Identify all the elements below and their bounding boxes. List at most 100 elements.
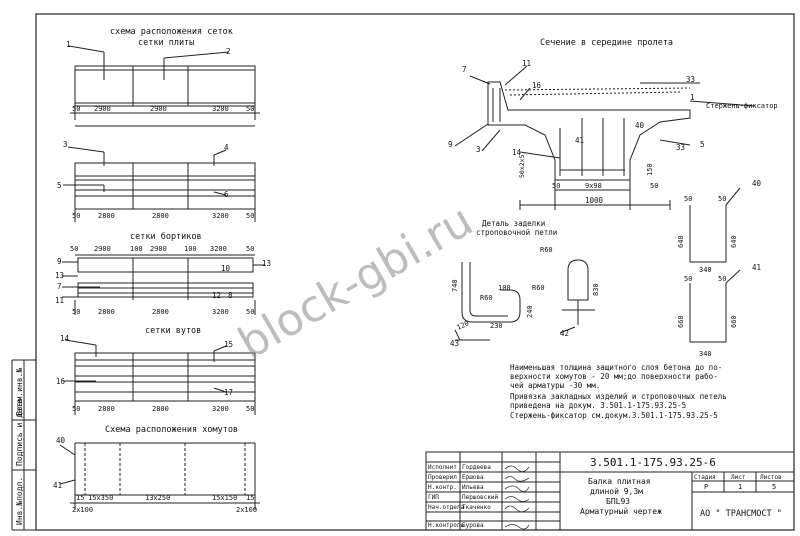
slab-dim-4: 50 bbox=[246, 105, 254, 113]
clamp-dim-3: 15x150 bbox=[212, 494, 237, 502]
mark-4: 4 bbox=[224, 143, 229, 152]
c40-dim-4: 340 bbox=[699, 266, 712, 274]
slab-layout-title: схема расположения сеток bbox=[110, 27, 233, 37]
clamps-view bbox=[59, 442, 260, 510]
mark-7-side: 7 bbox=[57, 282, 62, 291]
vuts-dim-4: 50 bbox=[246, 405, 254, 413]
sides-bot-dim-4: 50 bbox=[246, 308, 254, 316]
sides-bot-dim-0: 50 bbox=[72, 308, 80, 316]
sec-mark-1: 1 bbox=[690, 93, 695, 102]
sides-top-dim-6: 50 bbox=[246, 245, 254, 253]
title-line-2: длиной 9,3м bbox=[590, 487, 643, 496]
mark-3: 3 bbox=[63, 140, 68, 149]
mark-15: 15 bbox=[224, 340, 233, 349]
clamp-mark-41: 41 bbox=[752, 263, 761, 272]
mark-41-clamp: 41 bbox=[53, 481, 62, 490]
c41-dim-0: 50 bbox=[684, 275, 692, 283]
sides-bot-dim-2: 2800 bbox=[152, 308, 169, 316]
vuts-dim-0: 50 bbox=[72, 405, 80, 413]
sec-mark-9: 9 bbox=[448, 140, 453, 149]
sec-dim-2: 50 bbox=[650, 182, 658, 190]
mark-40-clamp: 40 bbox=[56, 436, 66, 445]
mark-12: 12 bbox=[212, 291, 221, 300]
sides-title: сетки бортиков bbox=[130, 231, 202, 242]
c40-dim-1: 50 bbox=[718, 195, 726, 203]
mark-2: 2 bbox=[226, 47, 231, 56]
mark-16-vut: 16 bbox=[56, 377, 66, 386]
sheet-head: Лист bbox=[731, 474, 746, 481]
clamp-mark-40: 40 bbox=[752, 179, 762, 188]
detail-title-2: строповочной петли bbox=[476, 228, 557, 237]
slab-mesh-view-2 bbox=[63, 146, 256, 222]
note-line-1: Наименьшая толщина защитного слоя бетона… bbox=[510, 363, 722, 372]
mesh2-dim-2: 2800 bbox=[152, 212, 169, 220]
section-view bbox=[454, 65, 756, 210]
mesh2-dim-0: 50 bbox=[72, 212, 80, 220]
mark-11-side: 11 bbox=[55, 296, 64, 305]
clamp-dim-0: 15 bbox=[76, 494, 84, 502]
section-title: Сечение в середине пролета bbox=[540, 38, 673, 48]
note-line-3: чей арматуры -30 мм. bbox=[510, 381, 600, 390]
clamp-dim-4: 15 bbox=[246, 494, 254, 502]
role-4: Нач.отдела bbox=[428, 504, 465, 511]
sides-top-dim-1: 2900 bbox=[94, 245, 111, 253]
sec-dim-0: 50 bbox=[552, 182, 560, 190]
detail-dim-2: R60 bbox=[480, 294, 493, 302]
sec-dim-1: 9x98 bbox=[585, 182, 602, 190]
mark-10: 10 bbox=[221, 264, 231, 273]
vuts-dim-1: 2800 bbox=[98, 405, 115, 413]
stage-value: Р bbox=[704, 483, 708, 491]
sheets-value: 5 bbox=[772, 483, 776, 491]
slab-dim-0: 50 bbox=[72, 105, 80, 113]
slab-dim-1: 2900 bbox=[94, 105, 111, 113]
slab-mesh-title: сетки плиты bbox=[138, 38, 194, 48]
sec-dim-4: 150 bbox=[646, 163, 654, 176]
mark-5: 5 bbox=[57, 181, 62, 190]
sides-bot-dim-3: 3200 bbox=[212, 308, 229, 316]
sides-mesh-view bbox=[62, 254, 265, 315]
sec-mark-33: 33 bbox=[676, 143, 685, 152]
vuts-dim-2: 2800 bbox=[152, 405, 169, 413]
sides-top-dim-3: 2900 bbox=[150, 245, 167, 253]
sheet-frame bbox=[35, 13, 795, 531]
role-3: ГИП bbox=[428, 494, 439, 501]
sec-mark-11: 11 bbox=[522, 59, 531, 68]
mark-6: 6 bbox=[224, 190, 229, 199]
sides-top-dim-0: 50 bbox=[70, 245, 78, 253]
loop-detail-view bbox=[454, 259, 595, 341]
mesh2-dim-1: 2800 bbox=[98, 212, 115, 220]
sec-mark-16: 16 bbox=[532, 81, 542, 90]
detail-dim-1: 740 bbox=[451, 279, 459, 292]
detail-dim-5: 830 bbox=[592, 283, 600, 296]
title-line-3: БПL93 bbox=[606, 497, 630, 506]
sec-dim-3: 1000 bbox=[585, 196, 604, 205]
slab-mesh-view bbox=[68, 45, 260, 127]
note-line-5: приведена на докум. 3.501.1-175.93.25-5 bbox=[510, 401, 686, 410]
org-name: АО " ТРАНСМОСТ " bbox=[700, 509, 782, 519]
mark-13-left: 13 bbox=[55, 271, 64, 280]
clamp-dim-2: 13x250 bbox=[145, 494, 170, 502]
role-2: Н.контр. bbox=[428, 484, 457, 491]
vuts-mesh-view bbox=[63, 339, 256, 415]
note-line-4: Привязка закладных изделий и строповочны… bbox=[510, 392, 727, 401]
detail-dim-3: 100 bbox=[498, 284, 511, 292]
doc-code: 3.501.1-175.93.25-6 bbox=[590, 456, 716, 469]
c40-dim-2: 640 bbox=[677, 235, 685, 248]
sides-top-dim-5: 3200 bbox=[210, 245, 227, 253]
slab-dim-3: 3200 bbox=[212, 105, 229, 113]
clamp-shapes bbox=[689, 187, 741, 343]
sec-mark-40: 40 bbox=[635, 121, 645, 130]
sec-mark-14: 14 bbox=[512, 148, 522, 157]
sec-dim-5: 50x2x5 bbox=[518, 154, 526, 178]
margin-label-sign: Подпись и дата bbox=[15, 398, 24, 466]
watermark: block-gbi.ru bbox=[230, 195, 481, 370]
c41-dim-2: 660 bbox=[677, 315, 685, 328]
name-1: Ершова bbox=[462, 474, 484, 481]
detail-mark-43: 43 bbox=[450, 339, 459, 348]
role-0: Исполнит bbox=[428, 464, 457, 471]
mark-17: 17 bbox=[224, 388, 233, 397]
fixator-label: Стержень-фиксатор bbox=[706, 102, 778, 110]
mark-14-vut: 14 bbox=[60, 334, 70, 343]
stage-head: Стадия bbox=[694, 474, 716, 481]
